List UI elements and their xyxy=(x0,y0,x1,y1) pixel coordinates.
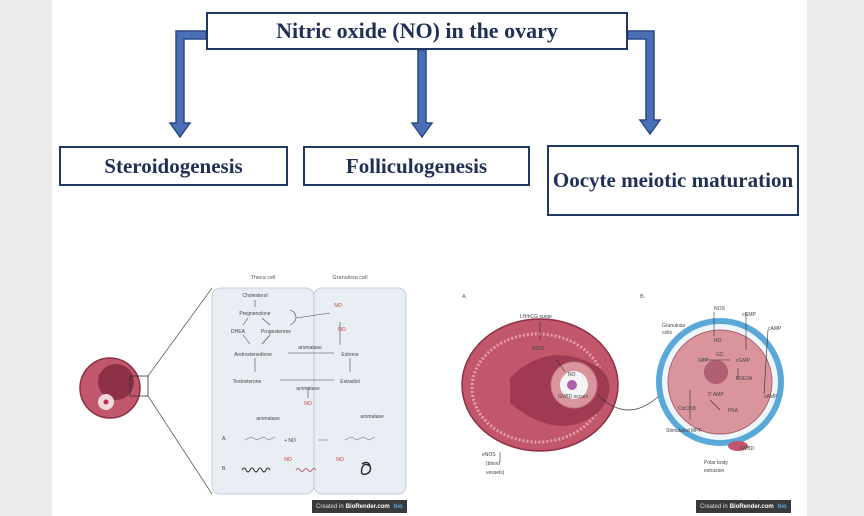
gc-label: GC xyxy=(716,352,724,358)
granulosa-label: Granulosa xyxy=(662,323,685,329)
five-amp-label: 5' AMP xyxy=(708,392,724,398)
aromatase-structure-a xyxy=(244,436,376,441)
lh-surge-label: LH/hCG surge xyxy=(520,314,552,320)
biorender-badge-right[interactable]: Created in BioRender.com bio xyxy=(696,500,791,513)
oocyte-meiotic-maturation-box: Oocyte meiotic maturation xyxy=(547,145,799,216)
dhea-label: DHEA xyxy=(231,329,246,335)
aromatase-label-3: aromatase xyxy=(256,416,280,422)
dna-transcription-b xyxy=(241,461,372,476)
estrone-label: Estrone xyxy=(341,352,358,358)
badge-brand: BioRender.com xyxy=(345,503,390,510)
steroidogenesis-box: Steroidogenesis xyxy=(59,146,288,186)
badge-logo: bio xyxy=(777,503,787,510)
no-label-1: NO xyxy=(334,303,342,309)
gvbd-occurs-label: GVBD occurs xyxy=(558,394,589,400)
testosterone-label: Testosterone xyxy=(233,379,262,385)
no-label-a: NO xyxy=(568,372,576,378)
oocyte-b xyxy=(656,318,784,451)
polar-body-label: Polar body xyxy=(704,460,728,466)
arrow-to-folliculogenesis xyxy=(410,49,434,139)
camp-label: cAMP xyxy=(764,394,778,400)
vessels-label: vessels) xyxy=(486,470,505,476)
androstenedione-label: Androstenedione xyxy=(234,352,272,358)
panel-b-label: B. xyxy=(640,294,646,300)
camp-label-top: cAMP xyxy=(768,326,782,332)
aromatase-label-4: aromatase xyxy=(360,414,384,420)
badge-logo: bio xyxy=(393,503,403,510)
follicle-thumbnail xyxy=(79,287,213,495)
theca-cell-label: Theca cell xyxy=(250,275,275,281)
no-label-b: NO xyxy=(714,338,722,344)
mpf-label: Stimulated MPF xyxy=(666,428,702,434)
inos-label: iNOS xyxy=(532,346,545,352)
arrow-to-meiotic-maturation xyxy=(627,30,662,136)
no-label-5: NO xyxy=(336,457,344,463)
cdc25b-label: Cdc25B xyxy=(678,406,696,412)
extrusion-label: extrusion xyxy=(704,468,725,474)
diagram-title: Nitric oxide (NO) in the ovary xyxy=(206,12,628,50)
label-b: B. xyxy=(222,466,227,472)
blood-label: (blood xyxy=(486,461,500,467)
gvbd-label: GVBD xyxy=(740,446,755,452)
progesterone-label: Progesterone xyxy=(261,329,291,335)
cells-label: cells xyxy=(662,330,673,336)
pka-label: PKA xyxy=(728,408,739,414)
pregnenolone-label: Pregnenolone xyxy=(239,311,270,317)
pde3a-label: PDE3A xyxy=(736,376,753,382)
estradiol-label: Estradiol xyxy=(340,379,359,385)
label-a: A. xyxy=(222,436,227,442)
aromatase-label-2: aromatase xyxy=(296,386,320,392)
no-label-4: NO xyxy=(284,457,292,463)
cgmp-label-top: cGMP xyxy=(742,312,757,318)
no-label-2: NO xyxy=(338,327,346,333)
cgmp-label: cGMP xyxy=(736,358,751,364)
nos-label: NOS xyxy=(714,306,726,312)
biorender-badge-left[interactable]: Created in BioRender.com bio xyxy=(312,500,407,513)
no-label-3: NO xyxy=(304,401,312,407)
panel-a-label: A. xyxy=(462,294,468,300)
granulosa-cell xyxy=(313,287,407,495)
arrow-to-steroidogenesis xyxy=(168,30,207,139)
follicle-a xyxy=(461,318,619,452)
folliculogenesis-box: Folliculogenesis xyxy=(303,146,530,186)
badge-brand: BioRender.com xyxy=(729,503,774,510)
enos-label: eNOS xyxy=(482,452,496,458)
cholesterol-label: Cholesterol xyxy=(242,293,267,299)
plus-no-label: + NO xyxy=(284,438,296,444)
granulosa-cell-label: Granulosa cell xyxy=(332,275,367,281)
badge-text: Created in xyxy=(316,503,344,510)
gtp-label: GTP xyxy=(698,358,709,364)
aromatase-label-1: aromatase xyxy=(298,345,322,351)
badge-text: Created in xyxy=(700,503,728,510)
